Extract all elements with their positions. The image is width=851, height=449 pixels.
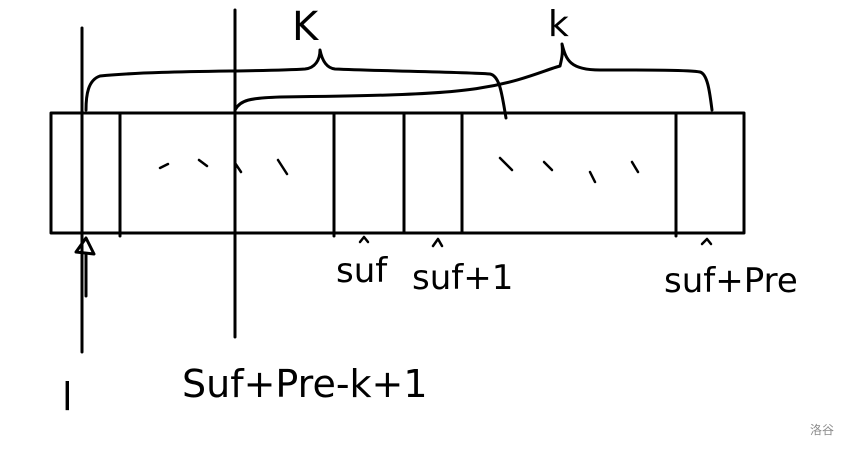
brace-k-left <box>84 48 508 120</box>
caret-marks <box>358 235 713 248</box>
label-suf: suf <box>336 251 388 291</box>
array-box <box>49 111 746 235</box>
label-l: l <box>62 375 73 419</box>
cell-dividers <box>118 111 678 238</box>
ellipsis-left <box>158 158 289 176</box>
label-k-left: K <box>292 4 320 50</box>
arrow-up-icon <box>74 236 96 298</box>
label-suf-plus-pre: suf+Pre <box>664 261 798 301</box>
label-suf-plus-1: suf+1 <box>412 258 513 298</box>
label-k-right: k <box>548 4 569 45</box>
ellipsis-right <box>498 156 640 184</box>
label-suf-pre-minus-k-plus-1: Suf+Pre-k+1 <box>182 362 428 406</box>
watermark: 洛谷 <box>810 422 834 437</box>
brace-k-right <box>233 42 714 112</box>
